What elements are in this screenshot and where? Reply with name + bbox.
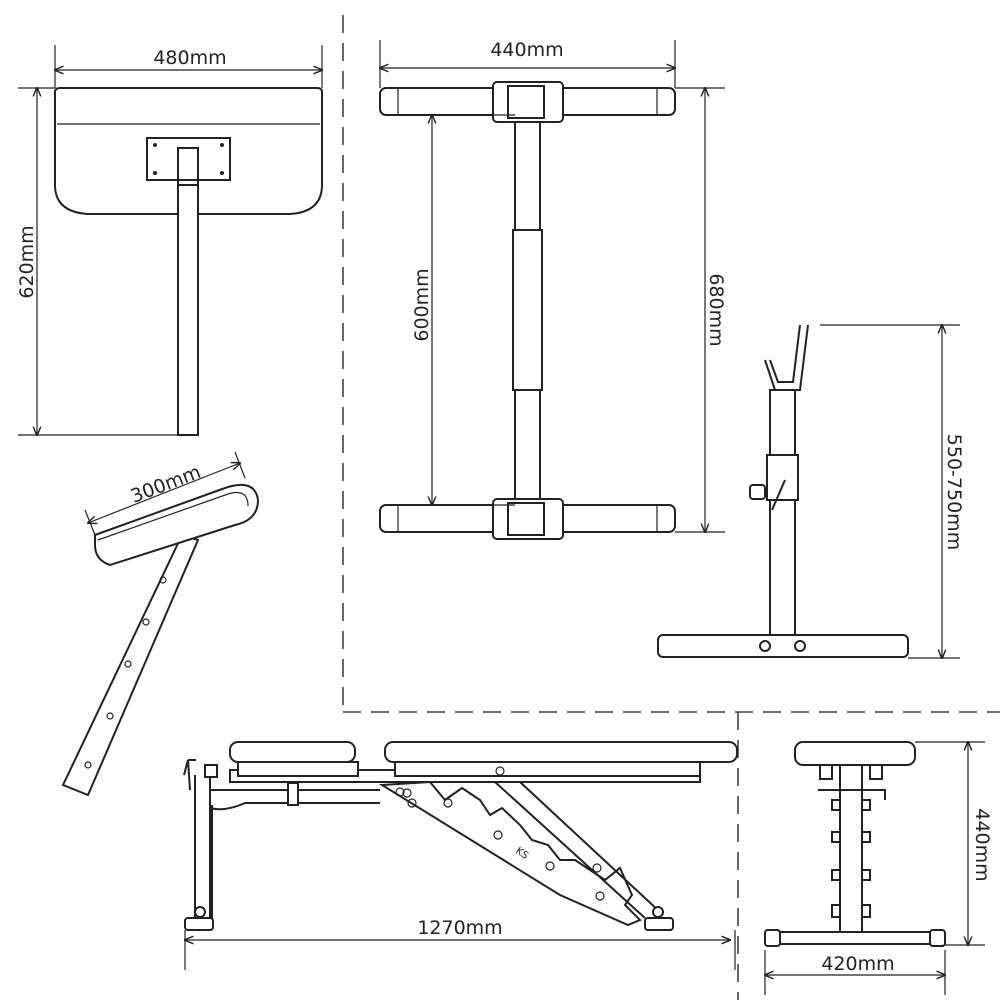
stand-side-view (657, 325, 960, 658)
bench-length-label: 1270mm (417, 917, 502, 939)
bench-height-label: 440mm (971, 808, 993, 881)
top-view (379, 40, 725, 540)
preacher-pad-side-view (61, 451, 260, 797)
bench-side-view: KS (183, 741, 738, 970)
preacher-pad-front-view (18, 45, 323, 436)
view-separators (342, 15, 1000, 1000)
bench-front-view (764, 741, 985, 995)
pad-width-label: 480mm (153, 47, 226, 69)
stand-height-label: 550-750mm (943, 434, 965, 550)
top-inner-length-label: 600mm (411, 268, 433, 341)
top-width-label: 440mm (490, 39, 563, 61)
pad-height-label: 620mm (16, 225, 38, 298)
bench-width-label: 420mm (821, 953, 894, 975)
top-outer-length-label: 680mm (705, 273, 727, 346)
